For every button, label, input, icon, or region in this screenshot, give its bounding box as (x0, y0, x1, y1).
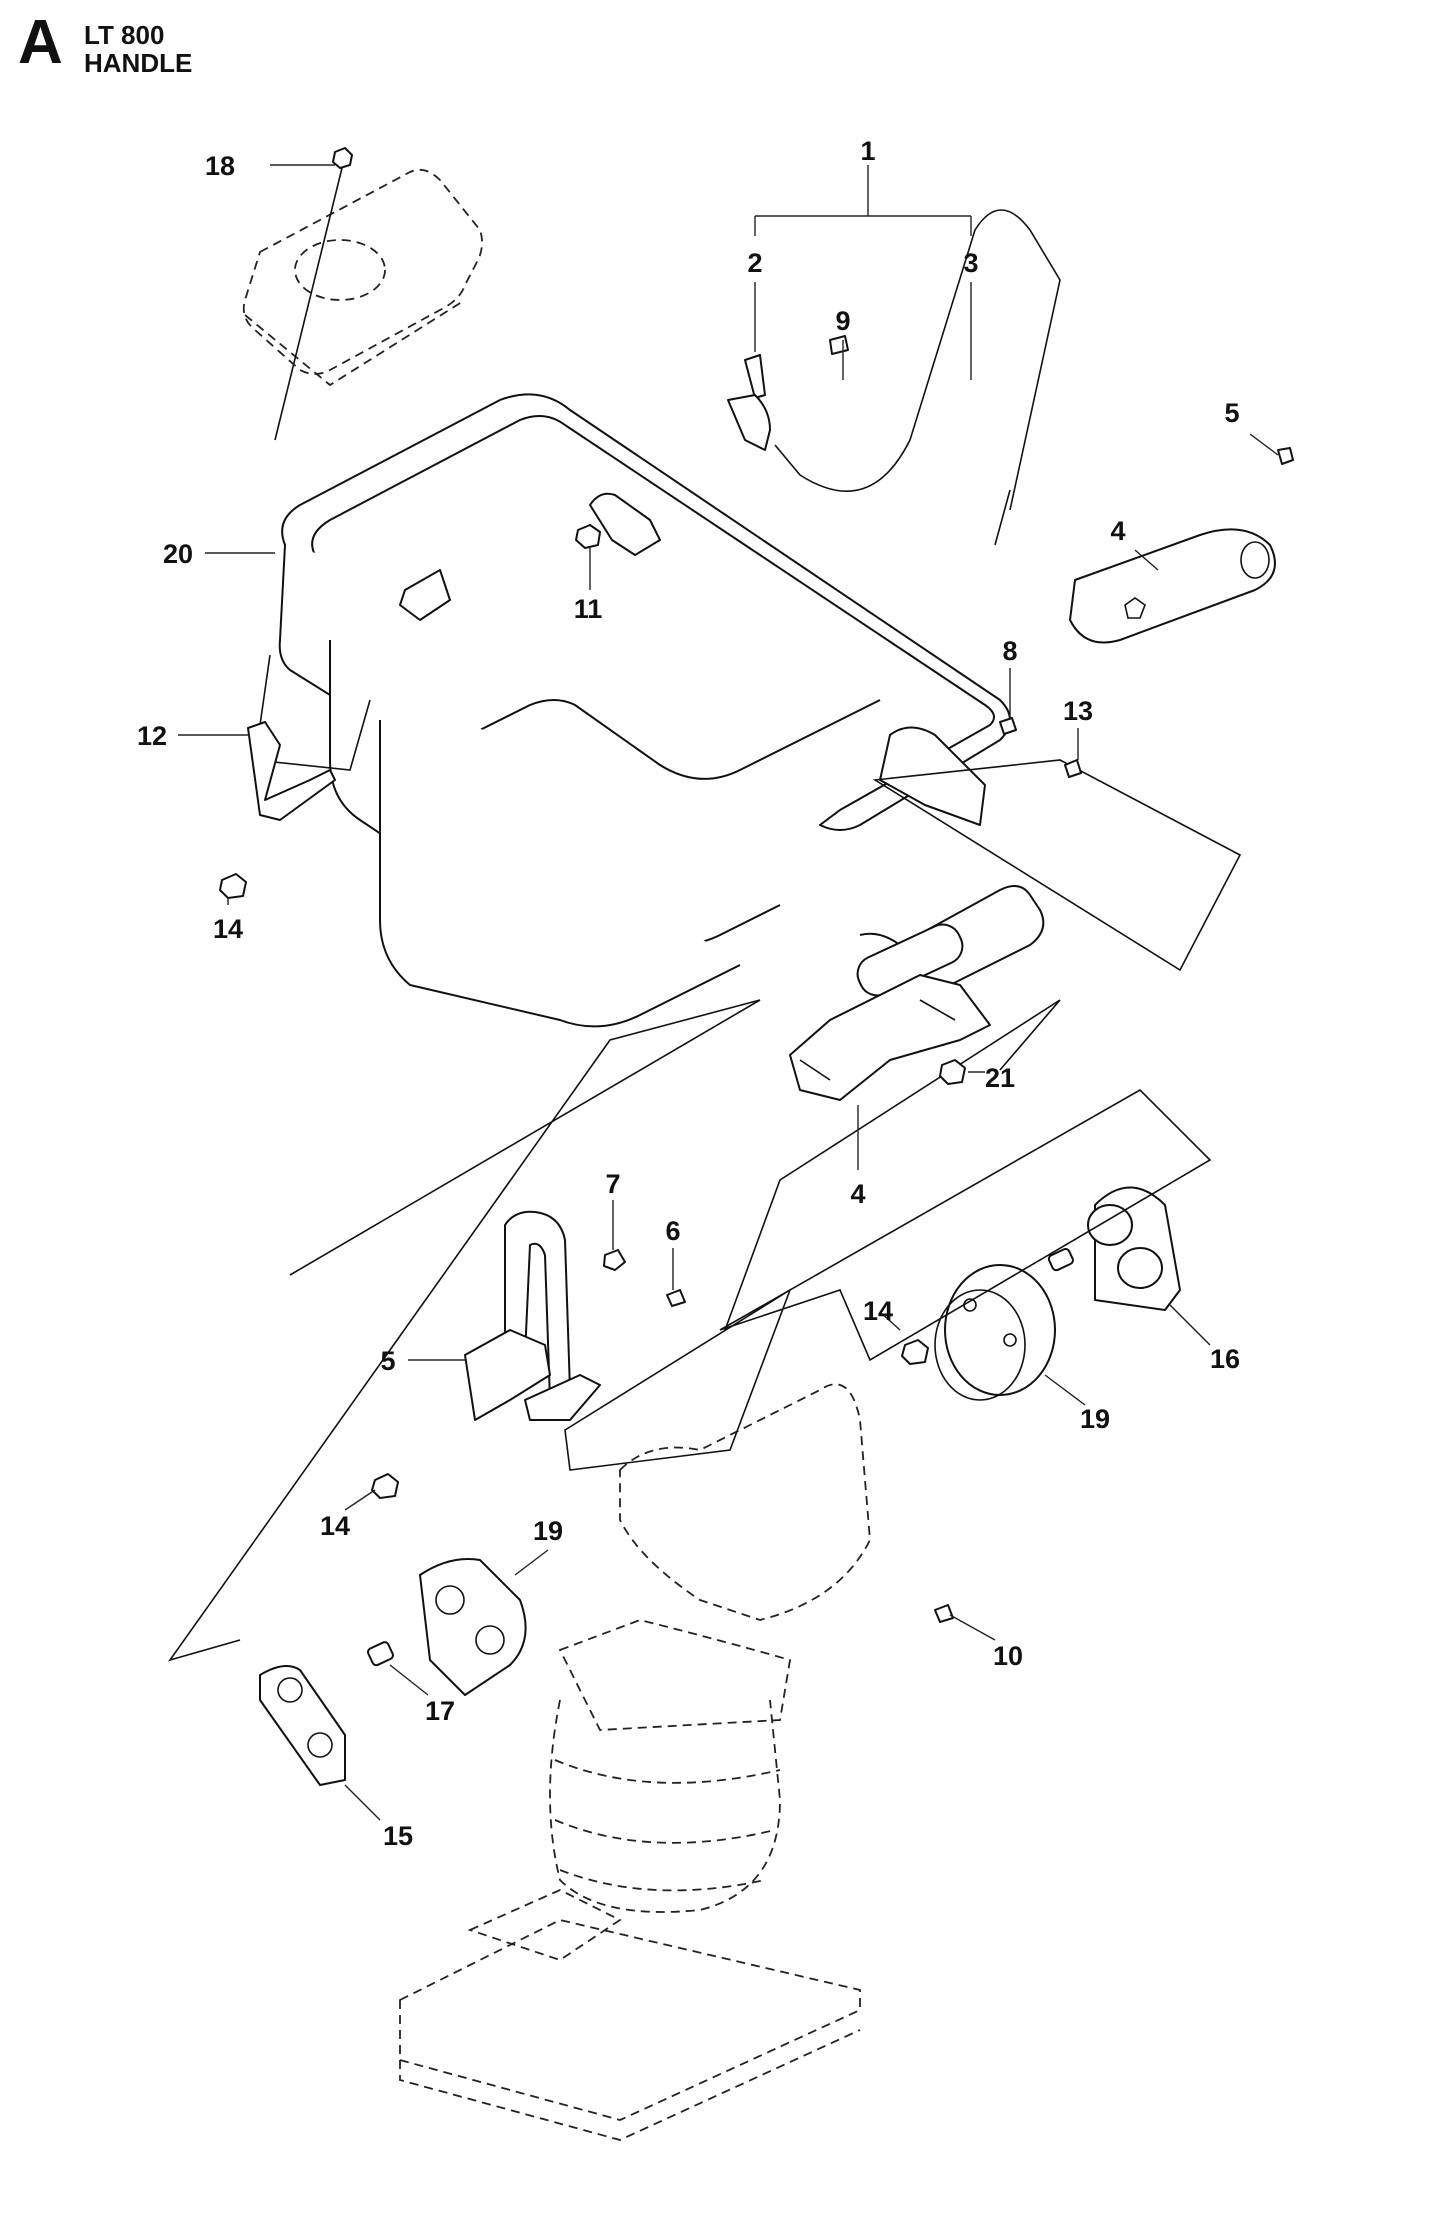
diagram-title: HANDLE (84, 48, 193, 78)
rubber-mount-left (419, 1558, 527, 1696)
diagram-header: A LT 800 HANDLE (0, 0, 260, 90)
fasteners (219, 147, 1294, 1623)
left-bracket (399, 569, 451, 621)
spacer-left (367, 1641, 394, 1667)
bracket-12 (247, 721, 336, 821)
callout-16[interactable]: 16 (1210, 1344, 1240, 1374)
mount-plate-left (259, 1665, 346, 1786)
nut-14-right (901, 1339, 929, 1365)
callout-6[interactable]: 5 (380, 1346, 395, 1376)
handle-frame (278, 393, 1045, 1028)
assembly-guide-lines (168, 654, 1242, 1662)
throttle-cable (774, 209, 1061, 511)
callout-14-left[interactable]: 14 (213, 914, 243, 944)
upper-bracket (589, 492, 661, 556)
handle-plate (879, 726, 986, 826)
callout-15[interactable]: 15 (383, 1821, 413, 1851)
section-letter: A (18, 8, 63, 77)
callout-7[interactable]: 6 (665, 1216, 680, 1246)
callout-2[interactable]: 2 (747, 248, 762, 278)
callout-4-upper[interactable]: 4 (1110, 516, 1125, 546)
bolt-13 (1064, 759, 1082, 778)
callout-20[interactable]: 20 (163, 539, 193, 569)
throttle-lever (727, 354, 771, 451)
callout-1[interactable]: 1 (860, 136, 875, 166)
screw-10-top (829, 335, 849, 355)
nut-12-14 (219, 873, 247, 899)
callout-19-right[interactable]: 19 (1080, 1404, 1110, 1434)
mount-plate-right (1087, 1186, 1181, 1311)
callout-10-bottom[interactable]: 10 (993, 1641, 1023, 1671)
screw-5 (1277, 447, 1294, 465)
callout-8[interactable]: 7 (605, 1169, 620, 1199)
callout-12[interactable]: 12 (137, 721, 167, 751)
cable-end (994, 489, 1011, 546)
callout-9[interactable]: 8 (1002, 636, 1017, 666)
callout-14-mid[interactable]: 14 (320, 1511, 350, 1541)
rammer-body-ghost (399, 1383, 871, 2141)
callout-4-lower[interactable]: 4 (850, 1179, 865, 1209)
bolt-18 (332, 147, 353, 169)
bolt-7 (666, 1289, 686, 1307)
bolt-8 (603, 1249, 626, 1271)
bolt-9 (999, 717, 1017, 735)
callout-10[interactable]: 9 (835, 306, 850, 336)
lifting-bracket (464, 1210, 601, 1421)
nut-14-mid (371, 1473, 399, 1499)
handle-clamp-upper (1069, 528, 1276, 644)
callout-21[interactable]: 21 (985, 1063, 1015, 1093)
callout-14-right[interactable]: 14 (863, 1296, 893, 1326)
callout-18[interactable]: 18 (205, 151, 235, 181)
callout-13[interactable]: 13 (1063, 696, 1093, 726)
callout-19-left[interactable]: 19 (533, 1516, 563, 1546)
callout-labels: 18 1 2 3 9 5 4 20 11 8 13 12 14 21 4 7 6… (137, 136, 1240, 1851)
callout-11[interactable]: 11 (574, 594, 603, 624)
model-name: LT 800 (84, 20, 165, 50)
handle-clamp-lower (789, 974, 991, 1101)
callout-17[interactable]: 17 (425, 1696, 455, 1726)
callout-5[interactable]: 5 (1224, 398, 1239, 428)
spacer-right (1047, 1247, 1074, 1272)
leader-lines (178, 164, 1279, 1821)
fuel-tank-ghost (242, 168, 483, 387)
nut-21 (939, 1059, 966, 1085)
rubber-mount-right (934, 1264, 1056, 1401)
callout-3[interactable]: 3 (963, 248, 978, 278)
screw-10-bottom (934, 1604, 954, 1623)
nut-11 (575, 524, 601, 549)
